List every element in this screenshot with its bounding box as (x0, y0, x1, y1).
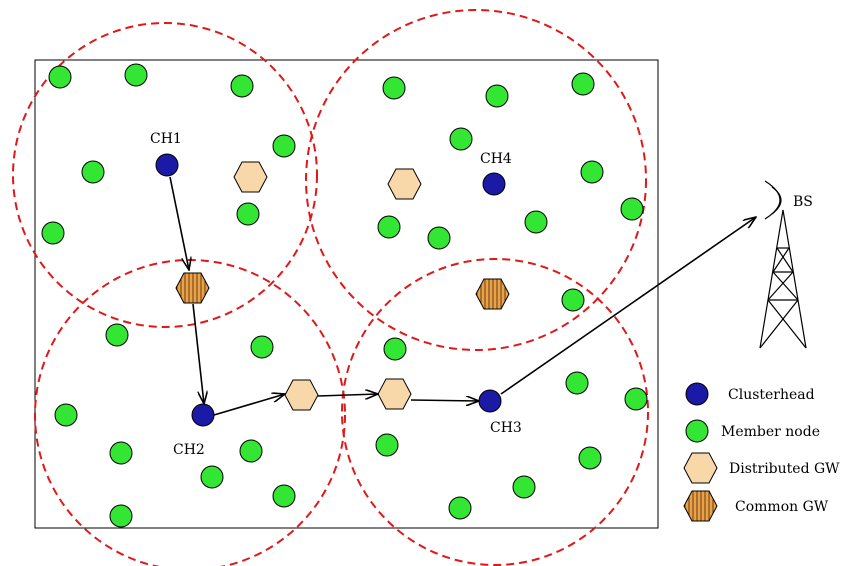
label-ch1: CH1 (150, 131, 182, 147)
common-gw-icon (175, 272, 210, 304)
distributed-gw-icon (387, 168, 422, 200)
cluster-rings (12, 9, 649, 566)
member-node (620, 197, 644, 221)
common-gw-icon (475, 278, 510, 310)
distributed-gateways (233, 161, 422, 411)
cluster-ring-ch1 (12, 22, 318, 328)
common-gateways (175, 272, 510, 310)
label-bs: BS (793, 194, 813, 210)
route-arrow (500, 217, 756, 395)
legend-member-node-label: Member node (721, 424, 820, 440)
route-arrow (213, 394, 285, 416)
member-node (105, 323, 129, 347)
member-node (41, 221, 65, 245)
route-arrow (169, 176, 189, 270)
label-ch4: CH4 (480, 151, 512, 167)
member-node (54, 403, 78, 427)
distributed-gw-icon (284, 379, 319, 411)
member-node (230, 74, 254, 98)
member-node (512, 475, 536, 499)
member-node (561, 288, 585, 312)
clusterhead-ch1 (155, 153, 179, 177)
member-node (200, 465, 224, 489)
cluster-ring-ch4 (305, 9, 647, 351)
clusterhead-ch3 (478, 389, 502, 413)
legend-member-node-icon (685, 419, 709, 443)
member-node (109, 441, 133, 465)
member-node (448, 496, 472, 520)
clusterheads (155, 153, 506, 427)
member-node (250, 335, 274, 359)
member-node (124, 63, 148, 87)
legend-clusterhead-icon (685, 382, 709, 406)
member-node (485, 84, 509, 108)
member-node (524, 210, 548, 234)
member-node (578, 446, 602, 470)
member-node (272, 484, 296, 508)
distributed-gw-icon (233, 161, 268, 193)
label-ch3: CH3 (490, 420, 522, 436)
member-node (383, 337, 407, 361)
member-node (272, 134, 296, 158)
clusterhead-ch2 (191, 403, 215, 427)
legend-clusterhead-label: Clusterhead (728, 387, 815, 403)
member-node (109, 504, 133, 528)
member-node (239, 439, 263, 463)
clusterhead-ch4 (482, 172, 506, 196)
legend-distributed-gw-icon (683, 452, 718, 484)
member-node (48, 65, 72, 89)
cluster-ring-ch2 (34, 259, 346, 566)
member-node (449, 127, 473, 151)
label-ch2: CH2 (173, 442, 205, 458)
member-node (375, 433, 399, 457)
member-node (624, 387, 648, 411)
route-arrow (410, 400, 479, 401)
base-station-tower-icon (759, 180, 807, 349)
member-node (377, 215, 401, 239)
routing-path (169, 176, 756, 416)
member-node (565, 371, 589, 395)
member-node (571, 72, 595, 96)
member-node (382, 76, 406, 100)
member-node (81, 160, 105, 184)
legend-common-gw-label: Common GW (735, 499, 829, 515)
member-nodes (41, 63, 648, 528)
sensor-field (34, 59, 659, 529)
member-node (236, 202, 260, 226)
distributed-gw-icon (377, 378, 412, 410)
legend: Clusterhead Member node Distributed GW C… (683, 382, 840, 522)
member-node (580, 160, 604, 184)
legend-distributed-gw-label: Distributed GW (729, 461, 840, 477)
route-arrow (317, 394, 378, 396)
route-arrow (192, 303, 204, 404)
cluster-ring-ch3 (341, 258, 649, 566)
member-node (427, 226, 451, 250)
legend-common-gw-icon (683, 490, 718, 522)
